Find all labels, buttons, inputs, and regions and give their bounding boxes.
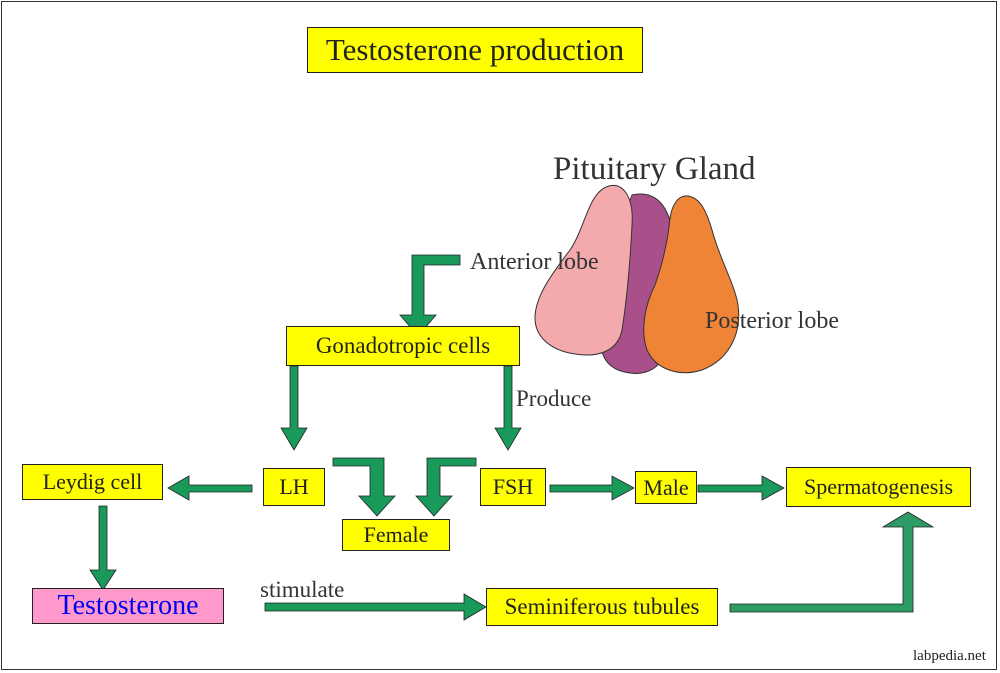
arrow-seminiferous-to-spermatogenesis [729,511,935,613]
watermark: labpedia.net [913,648,986,664]
anterior-lobe-label: Anterior lobe [470,249,599,275]
arrow-gonadotropic-to-lh [280,365,308,451]
arrow-gonadotropic-to-fsh [494,365,522,451]
arrow-leydig-to-testosterone [89,505,117,591]
anterior-lobe [534,185,633,356]
arrow-stimulate-to-seminiferous [264,593,487,621]
leydig-cell-box: Leydig cell [22,464,163,500]
seminiferous-tubules-box: Seminiferous tubules [486,588,718,626]
produce-label: Produce [516,386,592,411]
male-box: Male [635,471,697,504]
spermatogenesis-box: Spermatogenesis [786,467,971,507]
gonadotropic-cells-box: Gonadotropic cells [286,326,520,366]
pituitary-gland-title: Pituitary Gland [553,151,756,187]
stimulate-label: stimulate [260,577,345,602]
arrow-male-to-spermatogenesis [697,475,785,501]
arrow-lh-to-leydig [167,475,253,501]
fsh-box: FSH [480,468,546,506]
female-box: Female [342,519,450,551]
lh-box: LH [263,468,325,506]
arrow-fsh-to-male [549,475,635,501]
arrow-anterior-to-gonadotropic [399,254,461,337]
arrow-lh-to-female [332,457,396,517]
arrow-fsh-to-female [415,457,477,517]
posterior-lobe-label: Posterior lobe [705,308,839,334]
posterior-lobe [643,195,740,374]
diagram-title: Testosterone production [307,27,643,73]
testosterone-box: Testosterone [32,588,224,624]
